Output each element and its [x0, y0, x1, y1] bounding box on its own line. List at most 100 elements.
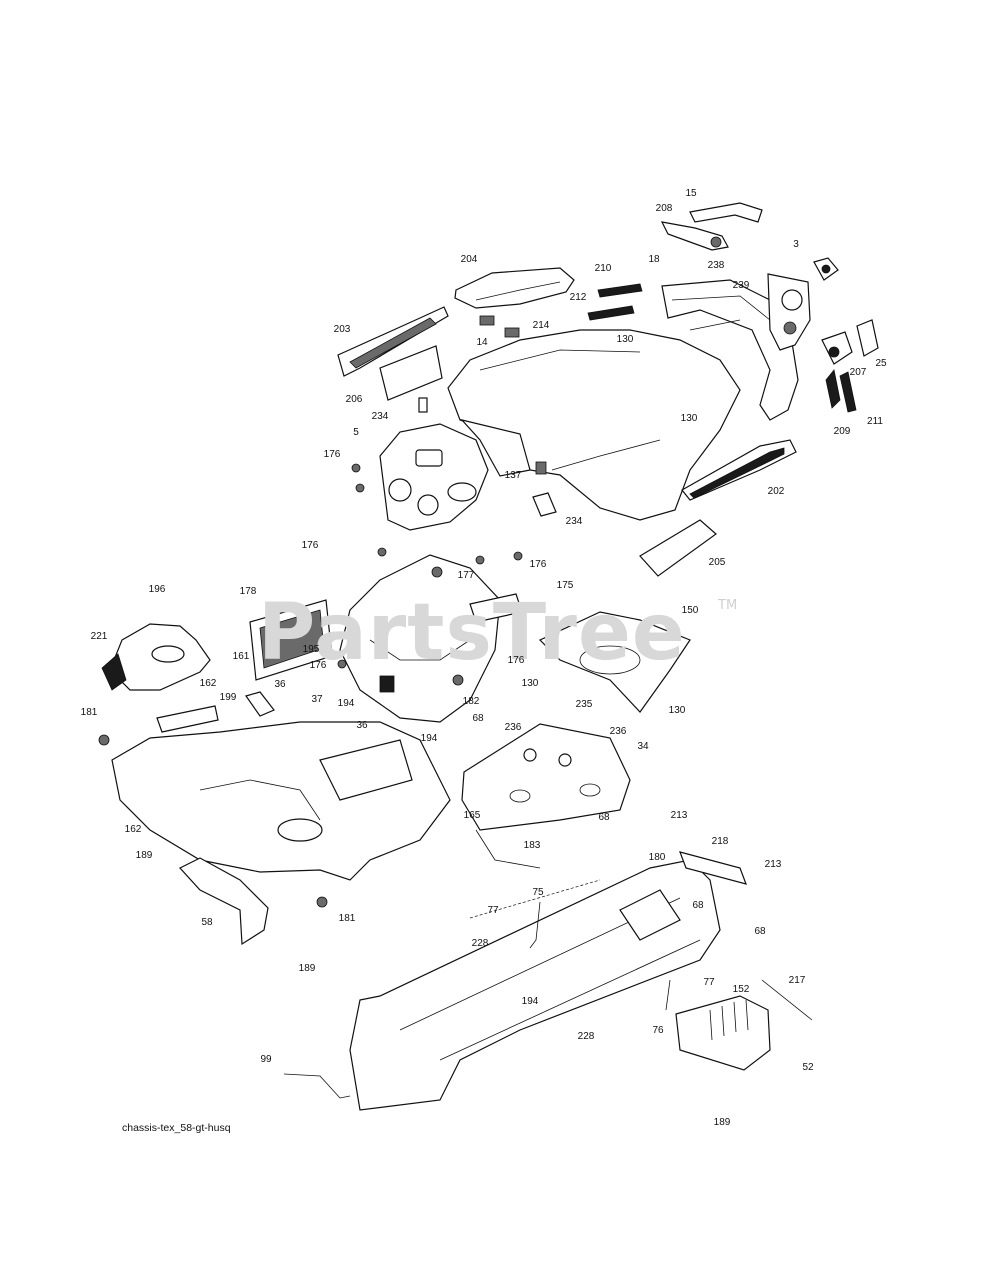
part-211-grille[interactable]: [839, 371, 857, 413]
callout-68[interactable]: 68: [472, 713, 484, 724]
callout-228[interactable]: 228: [471, 938, 489, 949]
callout-218[interactable]: 218: [711, 836, 729, 847]
callout-206[interactable]: 206: [345, 394, 363, 405]
part-150-firewall[interactable]: [538, 611, 691, 713]
callout-176-d[interactable]: 176: [309, 660, 327, 671]
part-34-mount-plate[interactable]: [461, 723, 631, 831]
part-152-battery-tray[interactable]: [675, 995, 771, 1071]
part-234-pad-left[interactable]: [418, 397, 428, 413]
callout-217[interactable]: 217: [788, 975, 806, 986]
callout-189-c[interactable]: 189: [713, 1117, 731, 1128]
callout-15[interactable]: 15: [685, 188, 697, 199]
callout-77[interactable]: 77: [487, 905, 499, 916]
callout-194-c[interactable]: 194: [521, 996, 539, 1007]
callout-130[interactable]: 130: [616, 334, 634, 345]
part-182-steering-tower[interactable]: [339, 554, 501, 723]
callout-130-b[interactable]: 130: [680, 413, 698, 424]
callout-137[interactable]: 137: [504, 470, 522, 481]
part-15-trim[interactable]: [689, 202, 763, 223]
callout-3[interactable]: 3: [793, 239, 799, 250]
callout-150[interactable]: 150: [681, 605, 699, 616]
callout-181[interactable]: 181: [80, 707, 98, 718]
part-221-decal[interactable]: [101, 653, 127, 691]
part-175-bracket[interactable]: [469, 593, 523, 623]
callout-211[interactable]: 211: [867, 416, 883, 427]
callout-161[interactable]: 161: [232, 651, 250, 662]
callout-18[interactable]: 18: [648, 254, 660, 265]
callout-180[interactable]: 180: [648, 852, 666, 863]
callout-177[interactable]: 177: [457, 570, 475, 581]
callout-214[interactable]: 214: [532, 320, 550, 331]
callout-209[interactable]: 209: [833, 426, 851, 437]
part-209-grille[interactable]: [825, 369, 841, 409]
part-177-nut[interactable]: [431, 566, 443, 578]
part-205-plate[interactable]: [639, 519, 717, 577]
callout-25[interactable]: 25: [875, 358, 887, 369]
callout-202[interactable]: 202: [767, 486, 785, 497]
callout-76[interactable]: 76: [652, 1025, 664, 1036]
callout-165[interactable]: 165: [463, 810, 481, 821]
callout-68-b[interactable]: 68: [598, 812, 610, 823]
callout-176-e[interactable]: 176: [507, 655, 525, 666]
part-210-grille[interactable]: [597, 283, 643, 298]
callout-203[interactable]: 203: [333, 324, 351, 335]
part-196-fender-cover[interactable]: [109, 623, 211, 691]
callout-195[interactable]: 195: [302, 644, 320, 655]
callout-208[interactable]: 208: [655, 203, 673, 214]
callout-234[interactable]: 234: [371, 411, 389, 422]
part-180-frame[interactable]: [349, 859, 721, 1111]
part-202-grille[interactable]: [681, 439, 797, 501]
callout-181-b[interactable]: 181: [338, 913, 356, 924]
part-5-dashboard[interactable]: [379, 423, 489, 531]
callout-213[interactable]: 213: [670, 810, 688, 821]
callout-58[interactable]: 58: [201, 917, 213, 928]
part-165-rod[interactable]: [475, 829, 541, 869]
part-238-headlight-lens[interactable]: [767, 273, 811, 351]
callout-162[interactable]: 162: [199, 678, 217, 689]
part-99-rod[interactable]: [283, 1073, 351, 1099]
part-137-panel[interactable]: [460, 418, 531, 477]
callout-239[interactable]: 239: [732, 280, 750, 291]
callout-36-b[interactable]: 36: [356, 720, 368, 731]
part-208-bracket[interactable]: [660, 221, 729, 251]
part-207-lamp[interactable]: [821, 331, 853, 365]
callout-221[interactable]: 221: [90, 631, 108, 642]
callout-36[interactable]: 36: [274, 679, 286, 690]
part-25-cover[interactable]: [856, 319, 879, 357]
callout-14[interactable]: 14: [476, 337, 488, 348]
callout-199[interactable]: 199: [219, 692, 237, 703]
part-37-footrest[interactable]: [111, 721, 451, 881]
part-218-bracket[interactable]: [679, 851, 747, 885]
callout-176[interactable]: 176: [323, 449, 341, 460]
callout-182[interactable]: 182: [462, 696, 480, 707]
part-75-rod[interactable]: [529, 901, 541, 949]
callout-183[interactable]: 183: [523, 840, 541, 851]
part-3-headlight[interactable]: [813, 257, 839, 281]
part-214-clips[interactable]: [479, 315, 520, 338]
callout-228-b[interactable]: 228: [577, 1031, 595, 1042]
callout-236[interactable]: 236: [504, 722, 522, 733]
callout-68-c[interactable]: 68: [692, 900, 704, 911]
callout-205[interactable]: 205: [708, 557, 726, 568]
callout-238[interactable]: 238: [707, 260, 725, 271]
part-199-plate[interactable]: [156, 705, 219, 733]
part-234-pad[interactable]: [532, 492, 557, 517]
callout-204[interactable]: 204: [460, 254, 478, 265]
callout-212[interactable]: 212: [569, 292, 587, 303]
part-212-grille[interactable]: [587, 305, 635, 321]
part-181-nuts[interactable]: [98, 734, 328, 908]
callout-210[interactable]: 210: [594, 263, 612, 274]
callout-52[interactable]: 52: [802, 1062, 814, 1073]
part-76-rod[interactable]: [665, 979, 671, 1011]
callout-130-d[interactable]: 130: [668, 705, 686, 716]
part-203-grille[interactable]: [337, 306, 449, 377]
callout-189-b[interactable]: 189: [298, 963, 316, 974]
callout-162-b[interactable]: 162: [124, 824, 142, 835]
callout-175[interactable]: 175: [556, 580, 574, 591]
callout-34[interactable]: 34: [637, 741, 649, 752]
callout-236-b[interactable]: 236: [609, 726, 627, 737]
part-176-bolts-top[interactable]: [351, 463, 365, 493]
callout-213-b[interactable]: 213: [764, 859, 782, 870]
callout-207[interactable]: 207: [849, 367, 867, 378]
callout-99[interactable]: 99: [260, 1054, 272, 1065]
